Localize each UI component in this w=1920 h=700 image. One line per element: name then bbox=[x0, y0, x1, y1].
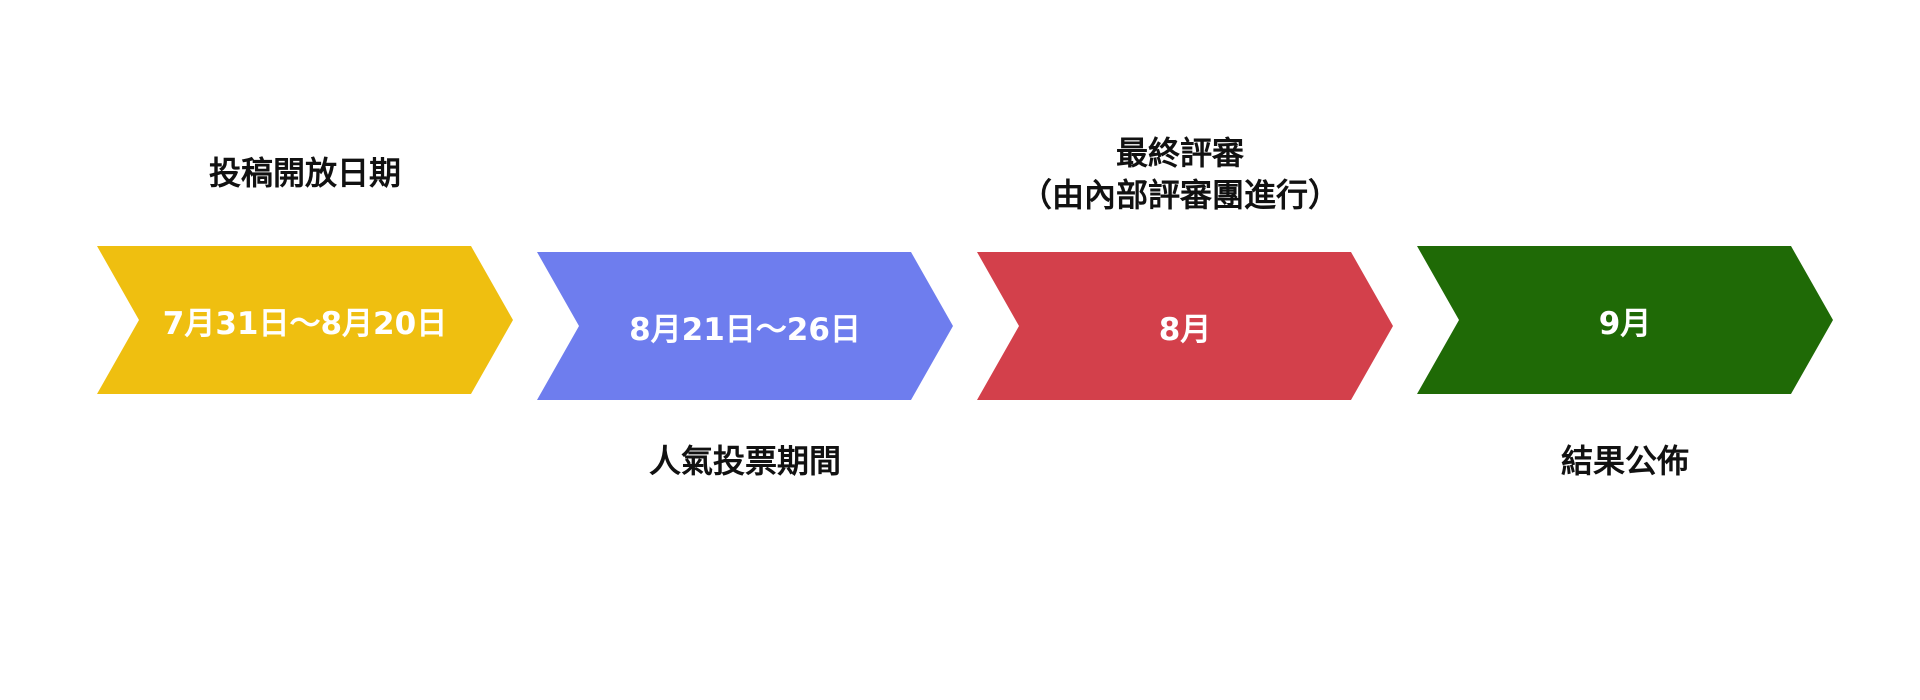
step-2-label-text: 人氣投票期間 bbox=[648, 442, 841, 480]
chevron-polygon-3 bbox=[977, 252, 1393, 400]
step-1-label: 投稿開放日期 bbox=[125, 152, 485, 194]
chevron-polygon-1 bbox=[97, 246, 513, 394]
chevron-shape-2 bbox=[537, 252, 953, 400]
chevron-polygon-4 bbox=[1417, 246, 1833, 394]
step-3-label-text: 最終評審 bbox=[1115, 134, 1244, 172]
step-3-label: 最終評審 （由內部評審團進行） bbox=[970, 132, 1390, 216]
chevron-step-1: 7月31日〜8月20日 bbox=[97, 246, 513, 394]
step-2-label: 人氣投票期間 bbox=[565, 440, 925, 482]
step-3-date: 8月 bbox=[1158, 311, 1212, 348]
chevron-step-4: 9月 bbox=[1417, 246, 1833, 394]
step-4-label: 結果公佈 bbox=[1445, 440, 1805, 482]
chevron-shape-3 bbox=[977, 252, 1393, 400]
chevron-shape-4 bbox=[1417, 246, 1833, 394]
step-1-date: 7月31日〜8月20日 bbox=[162, 305, 448, 342]
step-4-label-text: 結果公佈 bbox=[1560, 442, 1689, 480]
step-3-label-subtext: （由內部評審團進行） bbox=[1019, 176, 1340, 214]
chevron-step-2: 8月21日〜26日 bbox=[537, 252, 953, 400]
step-1-label-text: 投稿開放日期 bbox=[208, 154, 401, 192]
step-2-date: 8月21日〜26日 bbox=[629, 311, 861, 348]
chevron-polygon-2 bbox=[537, 252, 953, 400]
chevron-shape-1 bbox=[97, 246, 513, 394]
chevron-step-3: 8月 bbox=[977, 252, 1393, 400]
step-4-date: 9月 bbox=[1598, 305, 1652, 342]
